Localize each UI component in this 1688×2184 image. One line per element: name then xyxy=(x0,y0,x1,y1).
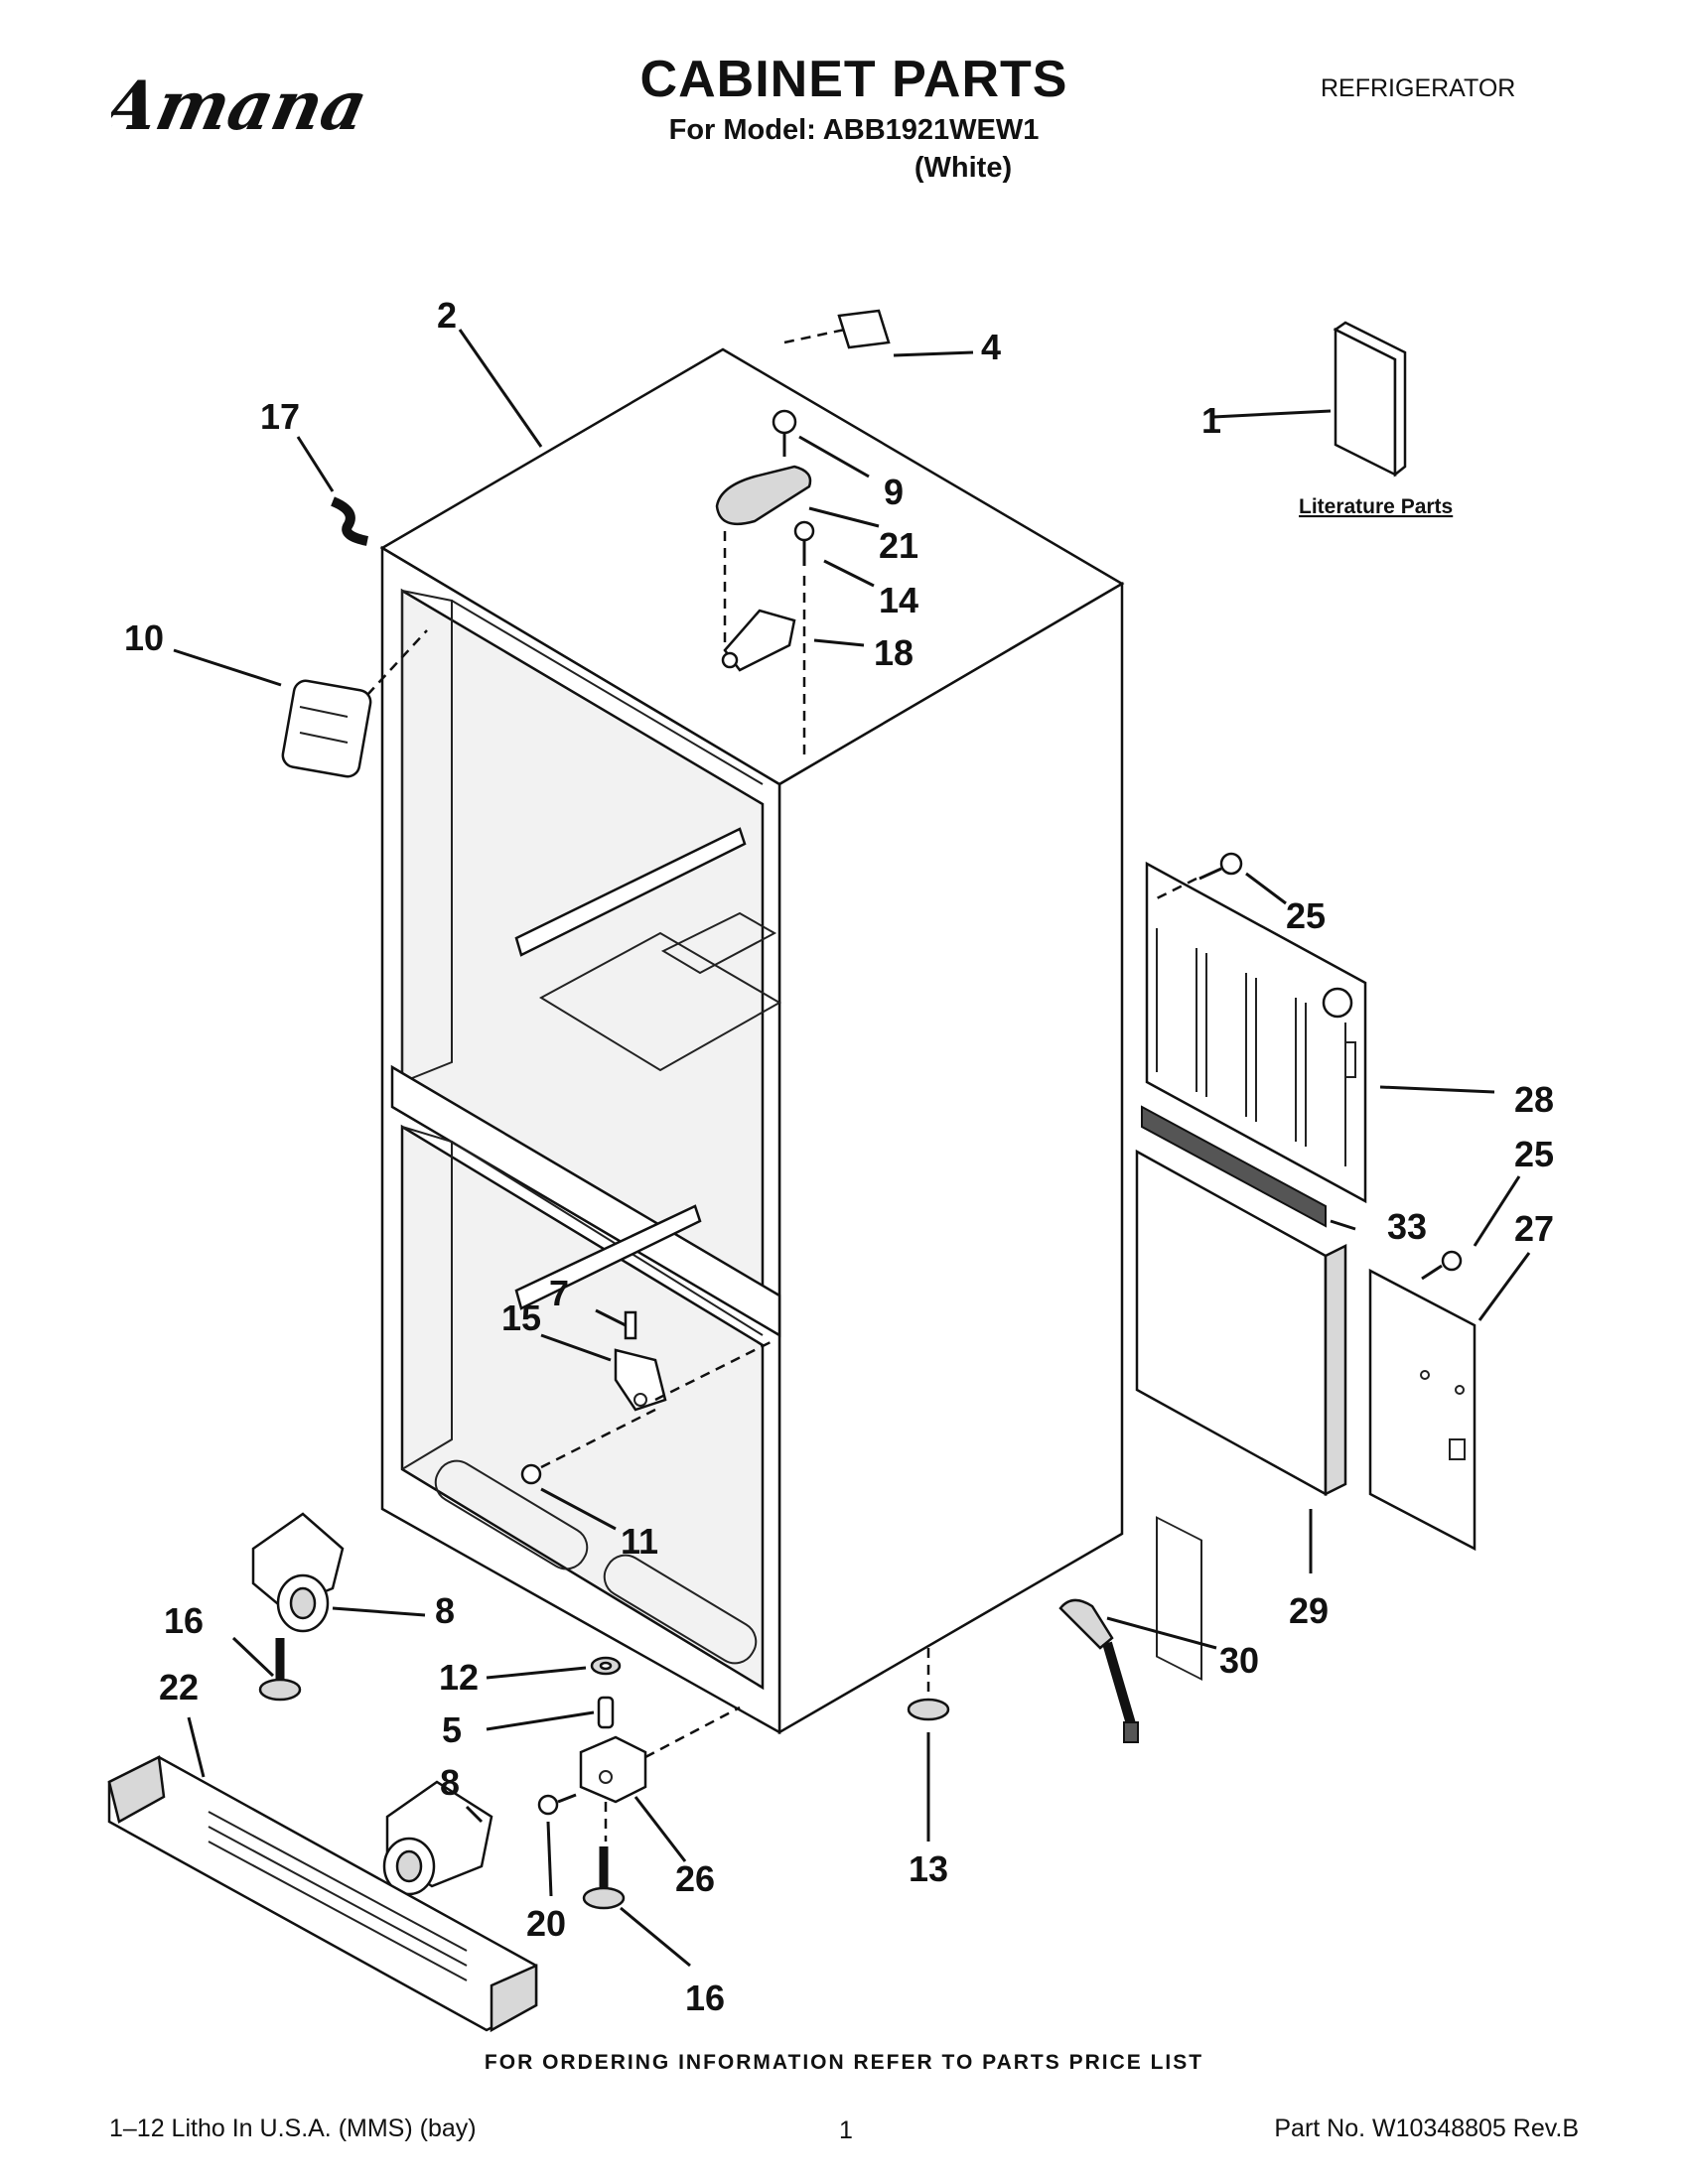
callout-22: 22 xyxy=(159,1667,199,1707)
label-plate xyxy=(837,309,891,349)
leveling-leg-rear xyxy=(582,1846,626,1910)
literature-booklet-icon xyxy=(1333,321,1407,478)
model-line: For Model: ABB1921WEW1 xyxy=(668,114,1040,146)
callout-15: 15 xyxy=(501,1297,541,1338)
callout-14: 14 xyxy=(879,580,918,620)
appliance-category: REFRIGERATOR xyxy=(1321,74,1516,102)
callout-2: 2 xyxy=(437,295,457,336)
callout-25-lower: 25 xyxy=(1514,1134,1554,1174)
callout-7: 7 xyxy=(549,1273,569,1313)
callout-18: 18 xyxy=(874,632,914,673)
front-roller xyxy=(251,1512,345,1633)
ordering-note: FOR ORDERING INFORMATION REFER TO PARTS … xyxy=(484,2051,1204,2074)
gasket-strip xyxy=(1141,1105,1327,1228)
cabinet xyxy=(379,347,1125,1735)
document-part-number: Part No. W10348805 Rev.B xyxy=(1274,2115,1579,2142)
callout-27: 27 xyxy=(1514,1208,1554,1249)
litho-info: 1–12 Litho In U.S.A. (MMS) (bay) xyxy=(109,2115,477,2142)
callout-28: 28 xyxy=(1514,1079,1554,1120)
callout-5: 5 xyxy=(442,1709,462,1750)
callout-16-rear: 16 xyxy=(685,1978,725,2018)
callout-10: 10 xyxy=(124,617,164,658)
callout-4: 4 xyxy=(981,327,1001,367)
hinge-pin xyxy=(597,1696,615,1729)
rear-cover-panel xyxy=(1368,1268,1477,1552)
callout-20: 20 xyxy=(526,1903,566,1944)
callout-17: 17 xyxy=(260,396,300,437)
leveling-leg-front xyxy=(258,1638,302,1702)
toe-grille xyxy=(107,1755,538,2033)
callout-25-top: 25 xyxy=(1286,895,1326,936)
callout-30: 30 xyxy=(1219,1640,1259,1681)
screw-25-lower xyxy=(1421,1250,1463,1281)
color-line: (White) xyxy=(914,152,1013,184)
rear-access-cover xyxy=(1145,861,1367,1682)
callout-33: 33 xyxy=(1387,1206,1427,1247)
callout-1: 1 xyxy=(1201,400,1221,441)
callout-9: 9 xyxy=(884,472,904,512)
leg-bracket xyxy=(579,1706,741,1842)
top-hinge-assembly xyxy=(715,326,855,754)
drain-tube xyxy=(330,496,369,546)
screw-25-top xyxy=(1156,852,1243,900)
brand-logo: Amana xyxy=(111,67,374,146)
adjustment-wrench xyxy=(1058,1598,1139,1743)
screw-20 xyxy=(537,1793,577,1816)
screw-11 xyxy=(520,1408,656,1485)
callout-13: 13 xyxy=(909,1848,948,1889)
callout-21: 21 xyxy=(879,525,918,566)
literature-parts-label: Literature Parts xyxy=(1299,495,1453,518)
washer xyxy=(590,1656,622,1676)
callout-26: 26 xyxy=(675,1858,715,1899)
rear-roller xyxy=(382,1780,493,1896)
hole-plug xyxy=(907,1648,950,1721)
callout-11: 11 xyxy=(621,1521,658,1562)
lower-hinge-bracket xyxy=(614,1310,775,1412)
callout-8-front: 8 xyxy=(435,1590,455,1631)
page-number: 1 xyxy=(839,2116,853,2144)
callout-numbers: 2 4 1 17 9 21 14 18 10 25 28 25 27 33 7 … xyxy=(124,295,1554,2018)
callout-12: 12 xyxy=(439,1657,479,1698)
brand-logo-text: Amana xyxy=(111,67,374,146)
callout-16-front: 16 xyxy=(164,1600,204,1641)
leader-lines xyxy=(173,329,1531,1968)
page-title: CABINET PARTS xyxy=(639,51,1068,108)
callout-8-rear: 8 xyxy=(440,1762,460,1803)
temperature-control xyxy=(281,629,428,778)
callout-29: 29 xyxy=(1289,1590,1329,1631)
